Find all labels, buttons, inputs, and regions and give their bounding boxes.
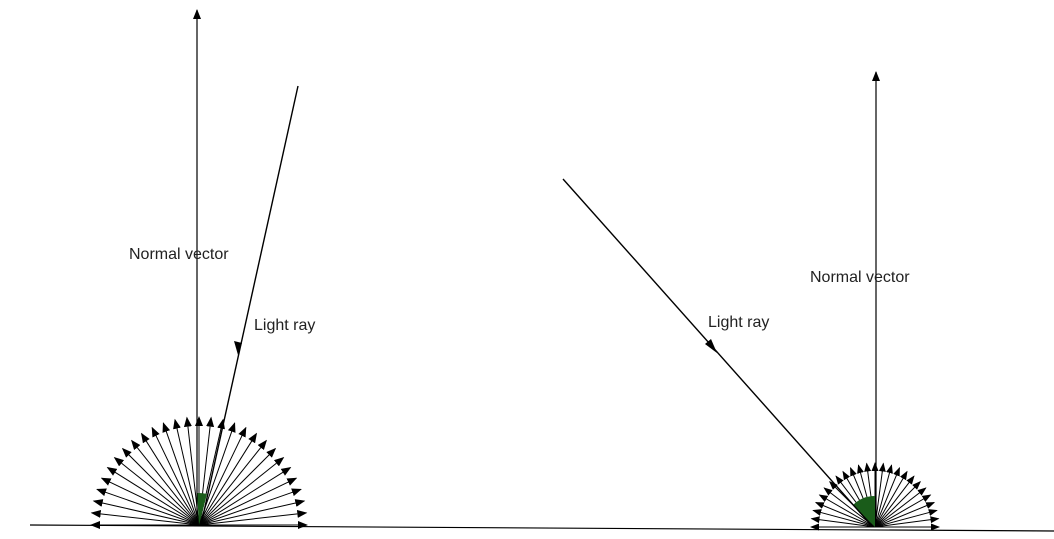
scatter-2-arrow bbox=[810, 516, 876, 528]
light-ray-label-1: Light ray bbox=[254, 317, 315, 334]
normal-vector-label-1: Normal vector bbox=[129, 246, 229, 263]
scene-2: Normal vector Light ray bbox=[562, 71, 940, 531]
scatter-2-arrow bbox=[818, 494, 876, 528]
scatter-1-arrow bbox=[198, 467, 292, 526]
scatter-2-arrow bbox=[814, 502, 876, 528]
scatter-2-arrow bbox=[874, 481, 921, 528]
scatter-1-arrow bbox=[198, 477, 298, 526]
scatter-1-arrow bbox=[113, 457, 200, 526]
scatter-1-arrow bbox=[198, 432, 257, 526]
normal-vector-label-2: Normal vector bbox=[810, 269, 910, 286]
scatter-1-arrow bbox=[121, 447, 200, 526]
scatter-2-arrow bbox=[874, 487, 927, 528]
scatter-2-arrow bbox=[874, 466, 900, 528]
light-ray-1 bbox=[200, 85, 299, 526]
scatter-1-arrow bbox=[198, 447, 277, 526]
scatter-1-arrow bbox=[100, 477, 200, 526]
scatter-1-arrow bbox=[141, 432, 200, 526]
scatter-2-arrow bbox=[874, 475, 915, 528]
light-ray-1-arrow bbox=[234, 341, 242, 355]
scatter-1-arrow bbox=[151, 426, 200, 526]
scatter-1-arrow bbox=[96, 488, 200, 526]
scatter-2-arrow bbox=[874, 509, 938, 528]
scatter-1-arrow bbox=[162, 422, 200, 526]
surface-line bbox=[29, 524, 1054, 532]
light-ray-label-2: Light ray bbox=[708, 314, 769, 331]
scatter-1-arrow bbox=[92, 499, 200, 526]
scatter-1-arrow bbox=[198, 488, 302, 526]
scatter-2-arrow bbox=[874, 494, 932, 528]
scatter-1-arrow bbox=[198, 426, 247, 526]
scatter-1-arrow bbox=[106, 467, 200, 526]
scatter-1-arrow bbox=[198, 499, 306, 526]
scatter-2-arrow bbox=[874, 516, 940, 528]
scatter-1-arrow bbox=[90, 509, 200, 526]
scatter-2-arrow bbox=[874, 464, 893, 528]
incidence-angle-marker-2 bbox=[853, 495, 875, 527]
scatter-1-arrow bbox=[131, 439, 200, 526]
scatter-1-arrow bbox=[198, 457, 285, 526]
light-ray-2-arrow bbox=[705, 339, 717, 353]
light-ray-2 bbox=[562, 178, 873, 527]
incidence-angle-marker-1 bbox=[197, 492, 207, 525]
scatter-1-arrow bbox=[173, 418, 200, 526]
scatter-1-arrow bbox=[198, 509, 308, 526]
scatter-2-arrow bbox=[812, 509, 876, 528]
scatter-1-arrow bbox=[198, 439, 267, 526]
scatter-2-arrow bbox=[874, 470, 908, 528]
scatter-2-arrow bbox=[874, 502, 936, 528]
scene-1: Normal vector Light ray bbox=[90, 9, 315, 529]
